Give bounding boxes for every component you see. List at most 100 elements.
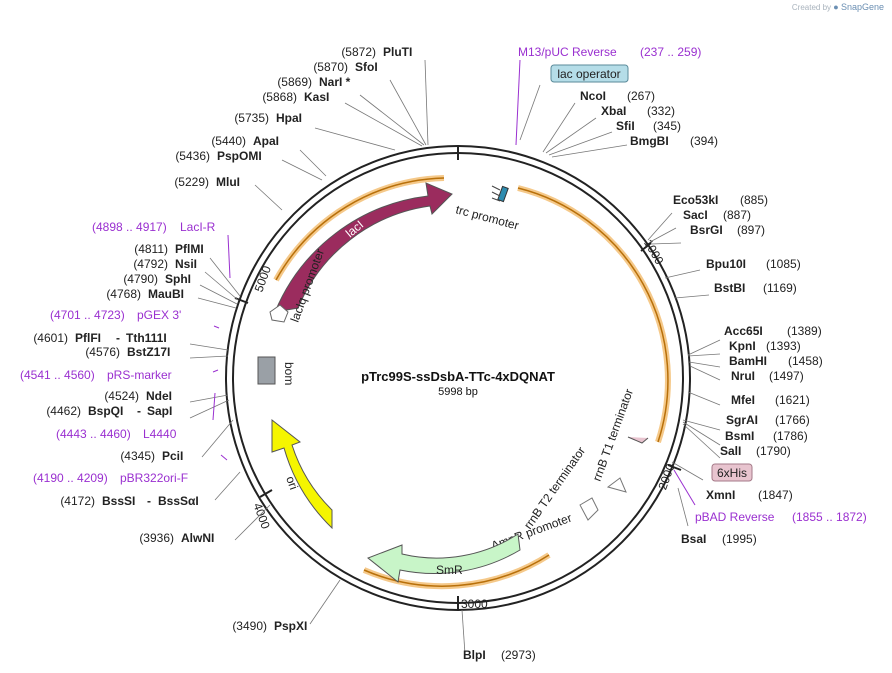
site-hpai-pos: (5735) (234, 111, 269, 125)
site-bspqi-dash: - (137, 404, 141, 418)
orange-arcs (273, 175, 671, 590)
laciq-promoter-feature[interactable] (269, 304, 289, 323)
laci-feature[interactable] (274, 182, 453, 313)
snapgene-credit: Created by ● SnapGene (792, 2, 884, 12)
ruler-label-5000: 5000 (252, 264, 274, 294)
site-sfoi-name: SfoI (355, 60, 378, 74)
site-bmgbi-pos: (394) (690, 134, 718, 148)
site-maubi-name: MauBI (148, 287, 184, 301)
site-pcii-pos: (4345) (120, 449, 155, 463)
primer-pbr322ori-name: pBR322ori-F (120, 471, 188, 485)
lac-operator-box[interactable] (550, 64, 629, 83)
site-blpi-pos: (2973) (501, 648, 536, 662)
site-blpi-name: BlpI (463, 648, 486, 662)
site-saci-name: SacI (683, 208, 708, 222)
site-xmni-name: XmnI (706, 488, 735, 502)
site-bstz17i-name: BstZ17I (127, 345, 170, 359)
site-apai-pos: (5440) (211, 134, 246, 148)
site-bsssi-extra: BssSαI (158, 494, 199, 508)
primer-prs-marker-range: (4541 .. 4560) (20, 368, 95, 382)
site-bstbi-name: BstBI (714, 281, 745, 295)
site-ndei-pos: (4524) (104, 389, 139, 403)
primer-l4440-name: L4440 (143, 427, 177, 441)
rrnb-t1-feature[interactable] (627, 436, 649, 444)
site-bsmi-pos: (1786) (773, 429, 808, 443)
site-bpu10i-name: Bpu10I (706, 257, 746, 271)
plasmid-length: 5998 bp (438, 386, 478, 398)
snapgene-logo: ● (833, 2, 839, 12)
site-ncoi-name: NcoI (580, 89, 606, 103)
site-bsssi-dash: - (147, 494, 151, 508)
site-bamhi-name: BamHI (729, 354, 767, 368)
smr-feature[interactable] (367, 533, 521, 583)
site-bsrgi-pos: (897) (737, 223, 765, 237)
site-apai-name: ApaI (253, 134, 279, 148)
site-sali-pos: (1790) (756, 444, 791, 458)
trc-feature[interactable] (497, 185, 509, 203)
site-nsii-pos: (4792) (133, 257, 168, 271)
primer-pbad-name: pBAD Reverse (695, 510, 775, 524)
6xhis-box[interactable] (711, 463, 753, 482)
trc-promoter-label: trc promoter (454, 202, 520, 232)
site-bstz17i-pos: (4576) (85, 345, 120, 359)
site-alwni-name: AlwNI (181, 531, 214, 545)
primer-l4440-range: (4443 .. 4460) (56, 427, 131, 441)
site-pspomi-name: PspOMI (217, 149, 262, 163)
bom-feature[interactable] (257, 356, 276, 385)
site-bsai-name: BsaI (681, 532, 706, 546)
site-mfei-name: MfeI (731, 393, 755, 407)
site-bspqi-name: BspQI (88, 404, 123, 418)
site-bsrgi-name: BsrGI (690, 223, 723, 237)
site-saci-pos: (887) (723, 208, 751, 222)
site-bsai-pos: (1995) (722, 532, 757, 546)
primer-prs-marker-name: pRS-marker (107, 368, 172, 382)
site-eco53ki-pos: (885) (740, 193, 768, 207)
site-nrui-pos: (1497) (769, 369, 804, 383)
site-bpu10i-pos: (1085) (766, 257, 801, 271)
left-site-labels: (5872) PluTI (5870) SfoI (5869) NarI * (… (33, 45, 535, 662)
site-pflfi-dash: - (116, 331, 120, 345)
site-bsssi-pos: (4172) (60, 494, 95, 508)
primer-laci-r-range: (4898 .. 4917) (92, 220, 167, 234)
primer-labels: M13/pUC Reverse (237 .. 259) (4898 .. 49… (20, 45, 867, 524)
rrnb-t2-marker (579, 497, 599, 521)
site-bspqi-pos: (4462) (46, 404, 81, 418)
site-pcii-name: PciI (162, 449, 183, 463)
site-leaders (189, 59, 721, 655)
site-pluti-pos: (5872) (341, 45, 376, 59)
site-mlui-pos: (5229) (174, 175, 209, 189)
site-pflmi-name: PflMI (175, 242, 204, 256)
lac-operator-label: lac operator (557, 67, 620, 81)
site-sgrai-pos: (1766) (775, 413, 810, 427)
site-sphi-pos: (4790) (123, 272, 158, 286)
site-bstbi-pos: (1169) (763, 281, 797, 295)
site-kpni-pos: (1393) (766, 339, 801, 353)
site-pspomi-pos: (5436) (175, 149, 210, 163)
primer-pgex3-range: (4701 .. 4723) (50, 308, 125, 322)
ruler-label-3000: 3000 (461, 597, 488, 611)
site-nrui-name: NruI (731, 369, 755, 383)
site-bsssi-name: BssSI (102, 494, 135, 508)
site-bspqi-extra: SapI (147, 404, 172, 418)
ori-feature[interactable] (271, 418, 333, 530)
site-sfii-name: SfiI (616, 119, 635, 133)
site-xmni-pos: (1847) (758, 488, 793, 502)
rrnb-t1-label: rrnB T1 terminator (590, 387, 636, 483)
site-bmgbi-name: BmgBI (630, 134, 669, 148)
site-acc65i-pos: (1389) (787, 324, 822, 338)
bom-label: bom (282, 362, 296, 385)
site-mlui-name: MluI (216, 175, 240, 189)
right-site-labels: NcoI (267) XbaI (332) SfiI (345) BmgBI (… (580, 89, 823, 546)
primer-m13-name: M13/pUC Reverse (518, 45, 617, 59)
rrnb-t1-marker (606, 477, 627, 493)
site-ncoi-pos: (267) (627, 89, 655, 103)
site-pflmi-pos: (4811) (134, 242, 168, 256)
smr-label: SmR (436, 563, 463, 577)
site-pspxi-name: PspXI (274, 619, 307, 633)
site-kasi-name: KasI (304, 90, 329, 104)
primer-pbr322ori-range: (4190 .. 4209) (33, 471, 108, 485)
credit-brand: SnapGene (840, 2, 884, 12)
site-pluti-name: PluTI (383, 45, 412, 59)
plasmid-name: pTrc99S-ssDsbA-TTc-4xDQNAT (361, 369, 555, 384)
